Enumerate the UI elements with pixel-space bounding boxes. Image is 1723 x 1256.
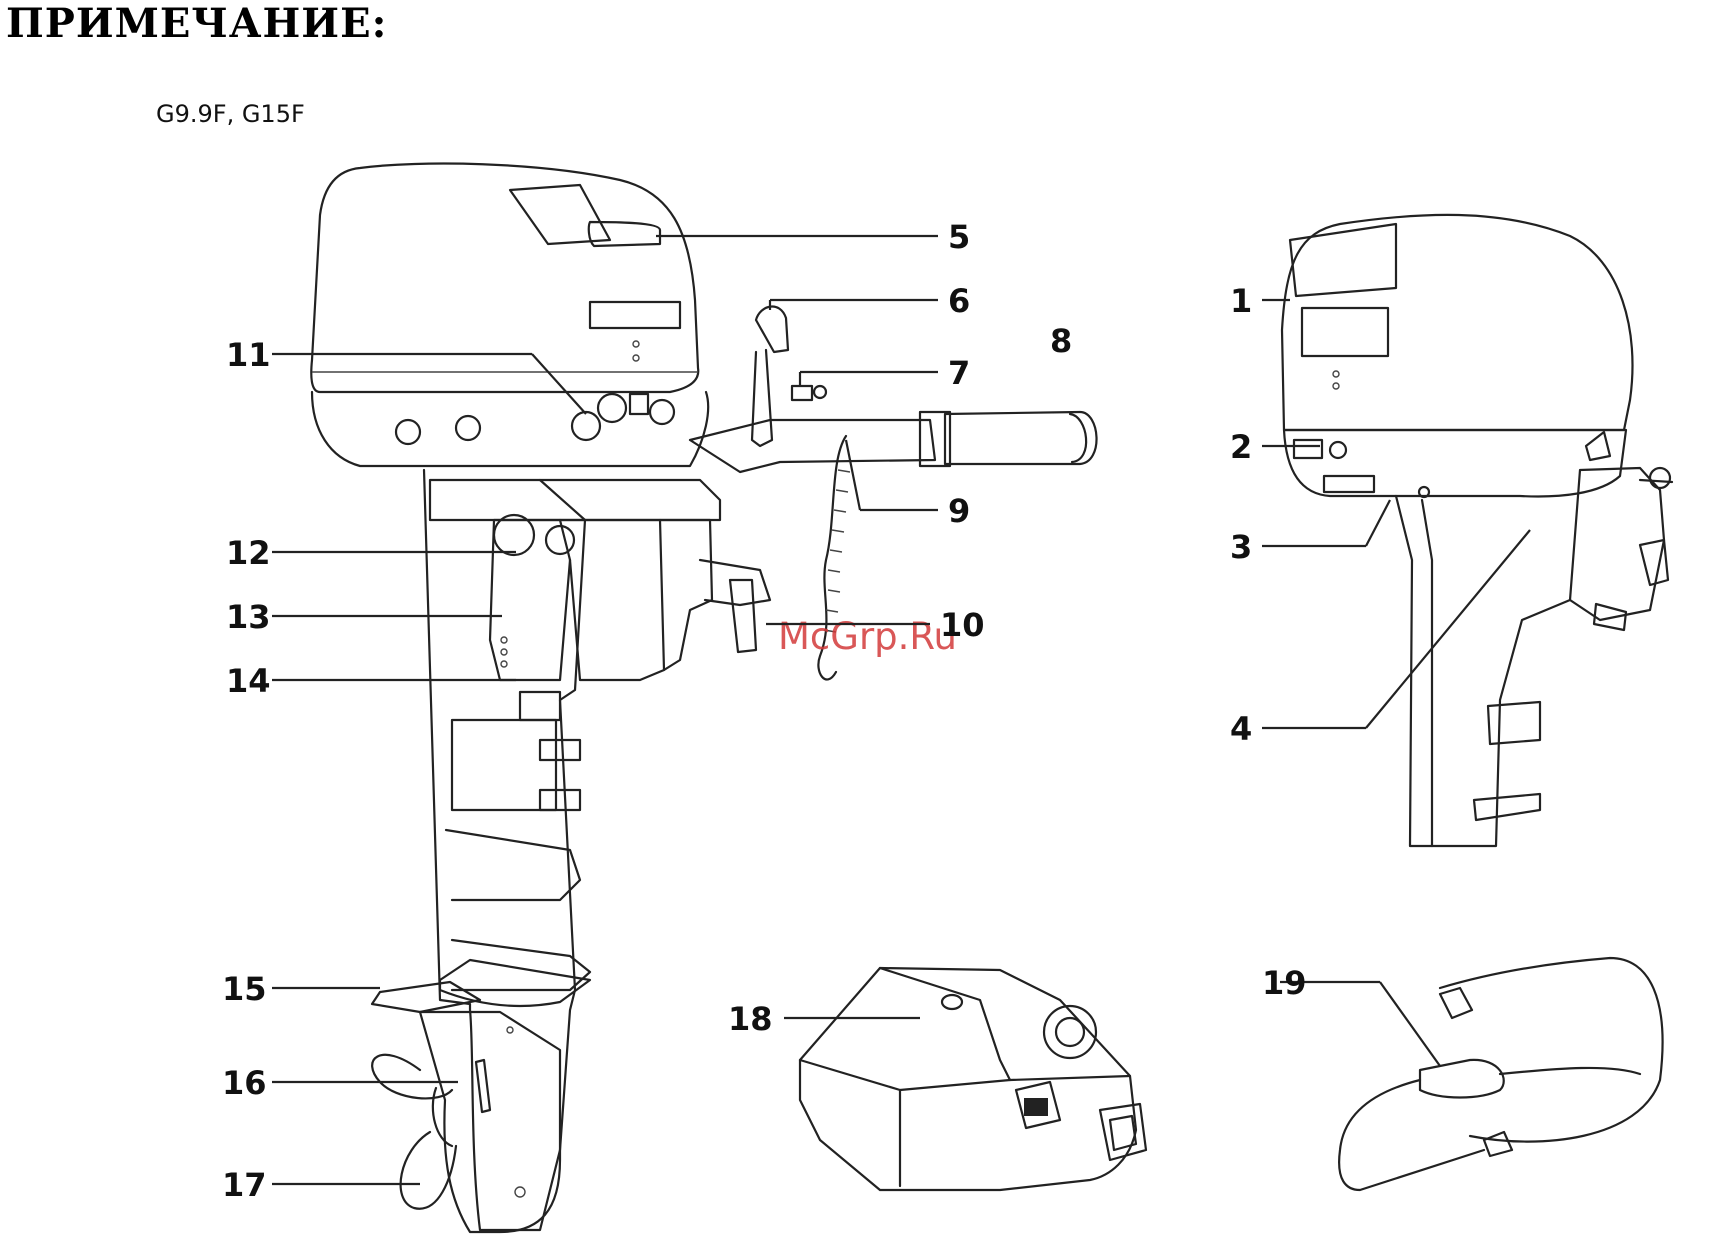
- callout-11: 11: [226, 336, 271, 374]
- callout-10: 10: [940, 606, 985, 644]
- callout-2: 2: [1230, 428, 1252, 466]
- callout-17: 17: [222, 1166, 267, 1204]
- callout-19: 19: [1262, 964, 1307, 1002]
- fuel-tank-drawing: [800, 968, 1146, 1190]
- callout-7: 7: [948, 354, 970, 392]
- watermark-text: McGrp.Ru: [778, 615, 957, 658]
- callout-15: 15: [222, 970, 267, 1008]
- callout-18: 18: [728, 1000, 773, 1038]
- rear-view-drawing: [1282, 215, 1672, 846]
- callout-1: 1: [1230, 282, 1252, 320]
- main-motor-drawing: [311, 164, 1096, 1232]
- callout-3: 3: [1230, 528, 1252, 566]
- leader-lines: [272, 236, 1530, 1184]
- callout-8: 8: [1050, 322, 1072, 360]
- callout-5: 5: [948, 218, 970, 256]
- callout-12: 12: [226, 534, 271, 572]
- callout-9: 9: [948, 492, 970, 530]
- callout-6: 6: [948, 282, 970, 320]
- callout-14: 14: [226, 662, 271, 700]
- callout-16: 16: [222, 1064, 267, 1102]
- callout-numbers: 5 6 7 8 9 10 11 12 13 14 15 16 17 18 19 …: [222, 218, 1307, 1204]
- callout-4: 4: [1230, 710, 1252, 748]
- callout-13: 13: [226, 598, 271, 636]
